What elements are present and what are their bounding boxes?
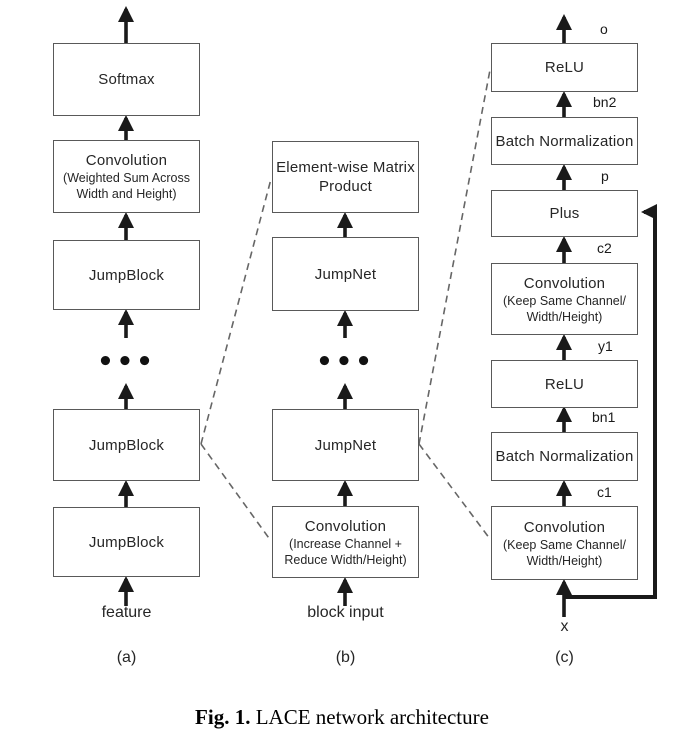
jumpnet-label: JumpNet (314, 265, 377, 283)
conv-subtitle-line1: (Keep Same Channel/ (503, 537, 626, 552)
plus-label: Plus (549, 205, 580, 222)
conv-subtitle-line1: (Increase Channel + (289, 536, 402, 551)
relu-bottom-box: ReLU (491, 360, 638, 408)
x-input-label: x (560, 618, 569, 635)
ellipsis-b: ••• (316, 347, 375, 377)
conv-title: Convolution (523, 274, 606, 292)
signal-p: p (601, 168, 609, 184)
column-b-caption: (b) (335, 649, 356, 666)
signal-bn1: bn1 (592, 409, 616, 425)
jumpnet-label: JumpNet (314, 436, 377, 454)
ewmp-label-line1: Element-wise Matrix (276, 159, 415, 176)
signal-bn2: bn2 (593, 94, 617, 110)
conv-subtitle-line2: Width and Height) (76, 187, 177, 201)
conv-increase-channel-box: Convolution (Increase Channel + Reduce W… (272, 506, 419, 578)
figure-caption-number: Fig. 1. (195, 705, 251, 729)
jumpblock-label: JumpBlock (88, 436, 165, 454)
jumpblock-label: JumpBlock (88, 533, 165, 551)
jumpnet-top-box: JumpNet (272, 237, 419, 311)
conv-title: Convolution (85, 152, 168, 169)
column-c-caption: (c) (555, 649, 574, 666)
signal-c1: c1 (597, 484, 612, 500)
feature-input-label: feature (101, 604, 152, 621)
signal-c2: c2 (597, 240, 612, 256)
softmax-box: Softmax (53, 43, 200, 116)
batchnorm-label: Batch Normalization (495, 448, 634, 465)
conv-subtitle-line1: (Weighted Sum Across (63, 171, 190, 185)
ellipsis-a: ••• (97, 347, 156, 377)
plus-box: Plus (491, 190, 638, 237)
block-input-label: block input (307, 604, 384, 621)
batchnorm-label: Batch Normalization (495, 132, 634, 150)
jumpnet-bottom-box: JumpNet (272, 409, 419, 481)
expansion-dashed-lines (200, 69, 491, 542)
jumpblock-label: JumpBlock (88, 266, 165, 284)
batchnorm-top-box: Batch Normalization (491, 117, 638, 165)
ewmp-label-line2: Product (318, 178, 373, 195)
column-a-caption: (a) (116, 649, 137, 666)
signal-o: o (600, 21, 608, 37)
conv-title: Convolution (523, 518, 606, 536)
softmax-label: Softmax (98, 71, 155, 88)
conv-subtitle-line2: Reduce Width/Height) (284, 552, 407, 567)
conv-keep-same-bottom-box: Convolution (Keep Same Channel/ Width/He… (491, 506, 638, 580)
batchnorm-bottom-box: Batch Normalization (491, 432, 638, 481)
conv-weighted-sum-box: Convolution (Weighted Sum Across Width a… (53, 140, 200, 213)
conv-subtitle-line1: (Keep Same Channel/ (503, 293, 626, 308)
dashed-line-b-to-c-top (418, 69, 491, 445)
signal-y1: y1 (598, 338, 613, 354)
dashed-line-a-to-b-top (200, 178, 272, 445)
conv-keep-same-top-box: Convolution (Keep Same Channel/ Width/He… (491, 263, 638, 335)
flow-arrows (118, 6, 657, 617)
dashed-line-a-to-b-bottom (200, 443, 272, 542)
conv-subtitle-line2: Width/Height) (526, 309, 603, 324)
elementwise-matrix-product-box: Element-wise Matrix Product (272, 141, 419, 213)
conv-title: Convolution (304, 517, 387, 535)
figure-caption: Fig. 1. LACE network architecture (0, 705, 684, 730)
jumpblock-top-box: JumpBlock (53, 240, 200, 310)
conv-subtitle-line2: Width/Height) (526, 553, 603, 568)
dashed-line-b-to-c-bottom (418, 443, 491, 540)
figure-caption-text: LACE network architecture (255, 705, 489, 729)
relu-top-box: ReLU (491, 43, 638, 92)
relu-label: ReLU (544, 375, 585, 393)
jumpblock-mid-box: JumpBlock (53, 409, 200, 481)
skip-connection-line (564, 204, 657, 599)
relu-label: ReLU (544, 59, 585, 76)
jumpblock-bottom-box: JumpBlock (53, 507, 200, 577)
